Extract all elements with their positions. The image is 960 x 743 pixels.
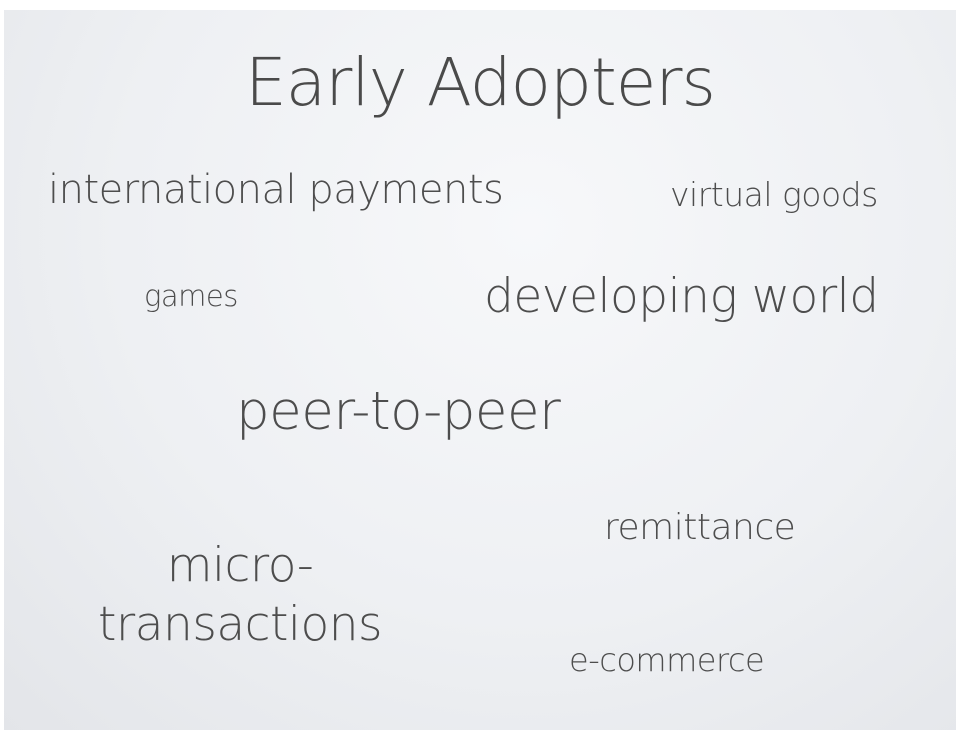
- word-micro-transactions: micro- transactions: [98, 537, 383, 655]
- word-international-payments: international payments: [48, 167, 504, 213]
- word-micro-line2: transactions: [98, 596, 383, 652]
- word-developing-world: developing world: [484, 269, 879, 324]
- word-virtual-goods: virtual goods: [670, 175, 878, 214]
- slide: Early Adopters international payments vi…: [4, 10, 956, 730]
- word-games: games: [144, 279, 238, 313]
- word-peer-to-peer: peer-to-peer: [236, 381, 561, 442]
- slide-title: Early Adopters: [245, 44, 716, 121]
- word-micro-line1: micro-: [166, 538, 314, 593]
- word-remittance: remittance: [604, 507, 796, 548]
- word-e-commerce: e-commerce: [569, 641, 765, 679]
